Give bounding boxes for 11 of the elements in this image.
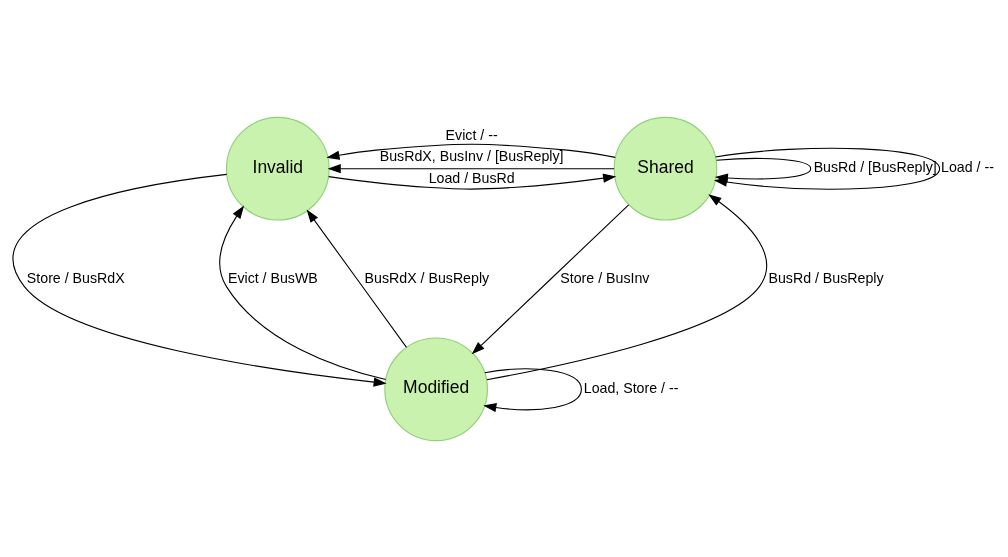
edge-label: Evict / -- — [445, 126, 498, 143]
edge-label: Load / BusRd — [428, 169, 515, 186]
edge-label: BusRd / [BusReply] — [813, 158, 937, 175]
edge-label: Load, Store / -- — [583, 379, 679, 396]
edge-label: BusRdX, BusInv / [BusReply] — [379, 147, 564, 164]
edge-label: Store / BusRdX — [26, 269, 125, 286]
edge-label: BusRdX / BusReply — [364, 269, 490, 286]
edge-label: Evict / BusWB — [227, 269, 318, 286]
edge-label: Load / -- — [941, 158, 994, 175]
edge-label: Store / BusInv — [560, 269, 650, 286]
edge-label: BusRd / BusReply — [768, 269, 884, 286]
